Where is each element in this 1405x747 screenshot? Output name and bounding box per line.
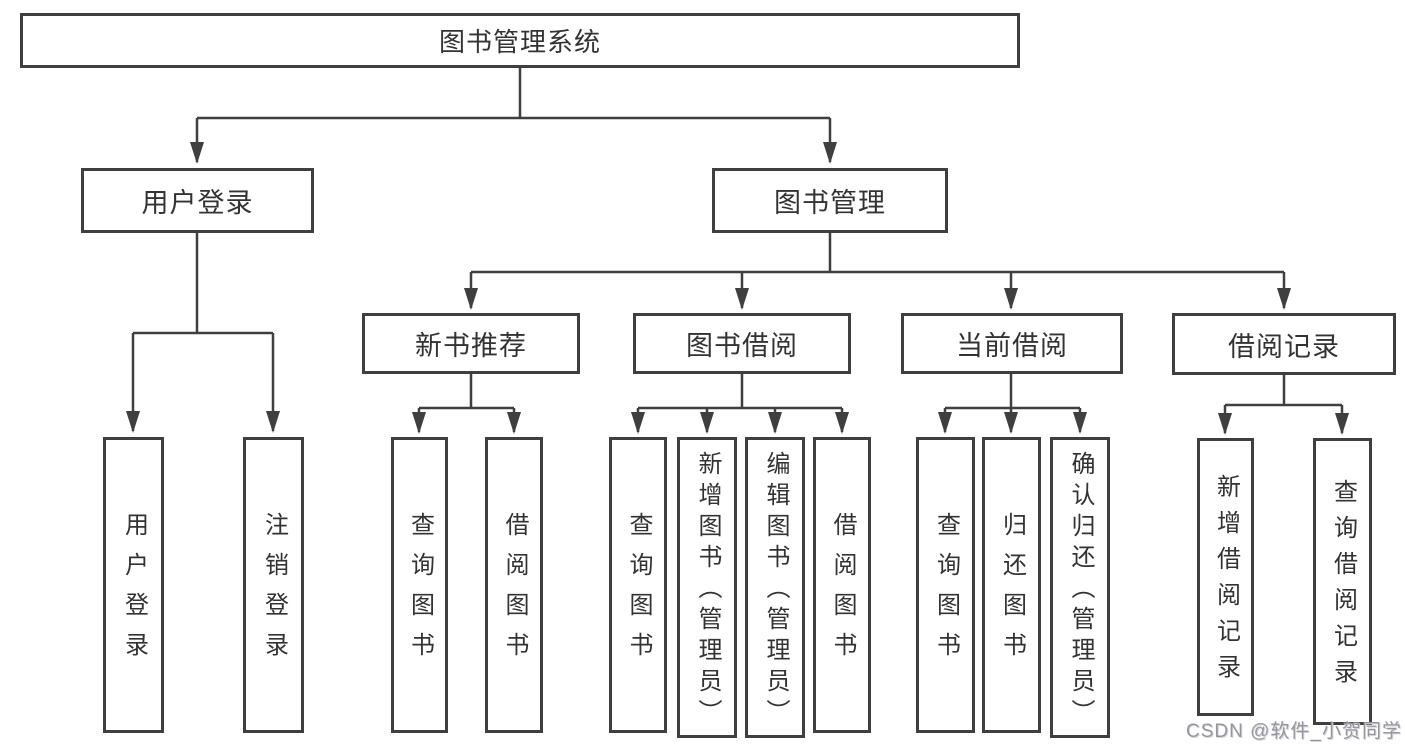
node-leaf-user-login-label: 用户登录 bbox=[120, 512, 148, 672]
node-leaf-add-borrow-record-label: 新增借阅记录 bbox=[1212, 474, 1240, 690]
node-leaf-borrow-books-borrowing: 借阅图书 bbox=[813, 437, 871, 733]
node-leaf-confirm-return-admin-label: 确认归还（管理员） bbox=[1067, 451, 1094, 730]
node-leaf-query-books-borrowing: 查询图书 bbox=[609, 437, 667, 733]
node-leaf-add-borrow-record: 新增借阅记录 bbox=[1197, 438, 1254, 716]
node-new-book-recommend: 新书推荐 bbox=[362, 313, 580, 374]
node-leaf-edit-books-admin: 编辑图书（管理员） bbox=[745, 437, 805, 738]
node-leaf-borrow-books-recommend: 借阅图书 bbox=[485, 437, 543, 733]
node-leaf-query-books-borrowing-label: 查询图书 bbox=[625, 512, 652, 672]
node-leaf-query-books-recommend-label: 查询图书 bbox=[406, 512, 434, 672]
node-leaf-add-books-admin: 新增图书（管理员） bbox=[677, 437, 737, 738]
node-leaf-return-books: 归还图书 bbox=[982, 437, 1041, 733]
node-leaf-query-books-current: 查询图书 bbox=[916, 437, 975, 733]
node-leaf-query-books-recommend: 查询图书 bbox=[391, 437, 448, 733]
node-book-borrowing: 图书借阅 bbox=[633, 313, 851, 374]
node-book-management: 图书管理 bbox=[712, 168, 948, 233]
node-leaf-logout: 注销登录 bbox=[243, 437, 304, 733]
node-leaf-query-borrow-record-label: 查询借阅记录 bbox=[1329, 478, 1357, 695]
node-leaf-confirm-return-admin: 确认归还（管理员） bbox=[1050, 437, 1110, 738]
node-leaf-logout-label: 注销登录 bbox=[260, 512, 288, 672]
node-leaf-edit-books-admin-label: 编辑图书（管理员） bbox=[762, 451, 789, 730]
node-current-borrowing: 当前借阅 bbox=[901, 313, 1123, 374]
node-library-system: 图书管理系统 bbox=[20, 13, 1020, 68]
node-user-login: 用户登录 bbox=[81, 168, 314, 233]
node-leaf-query-borrow-record: 查询借阅记录 bbox=[1313, 438, 1372, 725]
node-leaf-borrow-books-borrowing-label: 借阅图书 bbox=[829, 512, 856, 672]
node-borrowing-records: 借阅记录 bbox=[1172, 313, 1396, 375]
node-leaf-add-books-admin-label: 新增图书（管理员） bbox=[694, 451, 721, 730]
node-leaf-query-books-current-label: 查询图书 bbox=[932, 512, 960, 672]
node-leaf-return-books-label: 归还图书 bbox=[998, 512, 1026, 672]
csdn-watermark: CSDN @软件_小贺同学 bbox=[1186, 721, 1402, 742]
node-leaf-user-login: 用户登录 bbox=[103, 437, 164, 733]
node-leaf-borrow-books-recommend-label: 借阅图书 bbox=[501, 512, 528, 672]
